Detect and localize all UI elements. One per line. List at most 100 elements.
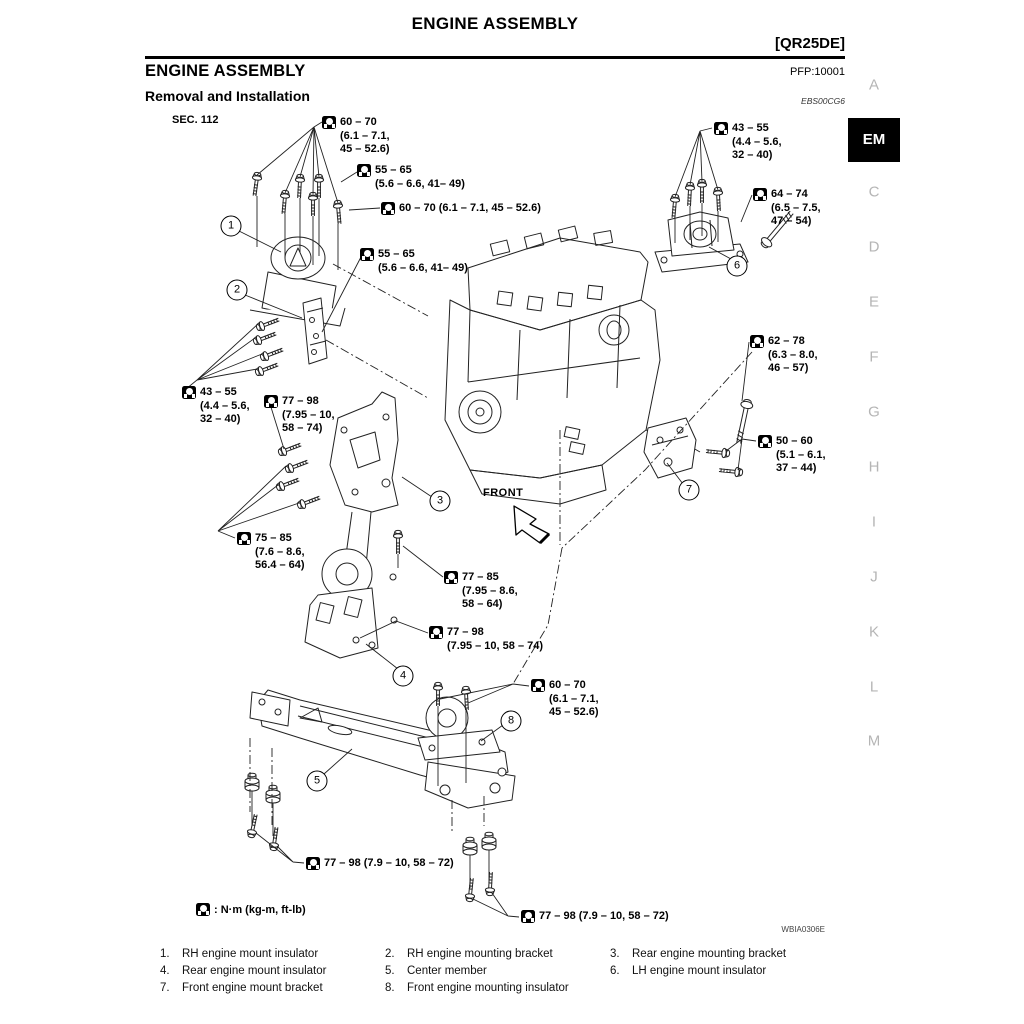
torque-value: 60 – 70(6.1 – 7.1,45 – 52.6) [340, 116, 390, 155]
torque-callout-13: 77 – 98(7.95 – 10, 58 – 74) [429, 626, 543, 653]
part-number-5: 5 [306, 770, 328, 792]
front-label: FRONT [483, 487, 524, 499]
torque-callout-3: 60 – 70 (6.1 – 7.1, 45 – 52.6) [381, 202, 541, 216]
torque-wrench-icon [714, 122, 728, 135]
torque-value: 50 – 60(5.1 – 6.1,37 – 44) [776, 435, 826, 474]
torque-value: 77 – 98(7.95 – 10,58 – 74) [282, 395, 335, 434]
torque-callout-2: 55 – 65(5.6 – 6.6, 41– 49) [357, 164, 465, 191]
leader-lines [185, 121, 757, 918]
part-number-4: 4 [392, 665, 414, 687]
engine-code: [QR25DE] [774, 35, 845, 52]
torque-value: 77 – 98 (7.9 – 10, 58 – 72) [539, 910, 669, 922]
section-tab-h: H [868, 458, 880, 476]
part-number-8: 8 [500, 710, 522, 732]
torque-value: 43 – 55(4.4 – 5.6,32 – 40) [732, 122, 782, 161]
torque-wrench-icon [360, 248, 374, 261]
section-tab-m: M [867, 732, 881, 750]
torque-wrench-icon [521, 910, 535, 923]
torque-callout-14: 60 – 70(6.1 – 7.1,45 – 52.6) [531, 679, 599, 720]
legend-number: 1. [160, 948, 170, 960]
section-title: ENGINE ASSEMBLY [145, 62, 306, 80]
legend-label: RH engine mount insulator [182, 948, 319, 960]
torque-callout-8: 77 – 98(7.95 – 10,58 – 74) [264, 395, 335, 436]
header-rule [145, 56, 845, 59]
legend-label: Front engine mount bracket [182, 982, 323, 994]
torque-wrench-icon [196, 903, 210, 916]
part-number-6: 6 [726, 255, 748, 277]
torque-callout-15: 77 – 98 (7.9 – 10, 58 – 72) [306, 857, 454, 871]
section-tab-a: A [868, 76, 879, 94]
torque-value: 75 – 85(7.6 – 8.6,56.4 – 64) [255, 532, 305, 571]
legend-item-1: 1. RH engine mount insulator [160, 948, 385, 960]
section-tab-j: J [870, 568, 878, 586]
part-number-3: 3 [429, 490, 451, 512]
legend-label: Rear engine mount insulator [182, 965, 327, 977]
torque-wrench-icon [753, 188, 767, 201]
reference-dash-lines [249, 263, 753, 832]
section-tab-f: F [869, 348, 879, 366]
torque-value: 43 – 55(4.4 – 5.6,32 – 40) [200, 386, 250, 425]
torque-value: 62 – 78(6.3 – 8.0,46 – 57) [768, 335, 818, 374]
torque-value: 77 – 98(7.95 – 10, 58 – 74) [447, 626, 544, 652]
legend-number: 4. [160, 965, 170, 977]
torque-wrench-icon [531, 679, 545, 692]
torque-wrench-icon [429, 626, 443, 639]
ref-code: EBS00CG6 [801, 96, 845, 106]
legend-number: 7. [160, 982, 170, 994]
torque-wrench-icon [758, 435, 772, 448]
torque-wrench-icon [306, 857, 320, 870]
torque-value: 77 – 98 (7.9 – 10, 58 – 72) [324, 857, 454, 869]
legend-item-3: 3.Rear engine mounting bracket [610, 948, 860, 960]
torque-unit-text: : N·m (kg-m, ft-lb) [214, 903, 306, 916]
torque-value: 60 – 70 (6.1 – 7.1, 45 – 52.6) [399, 202, 541, 214]
legend-number: 2. [385, 948, 395, 960]
engine-block [444, 225, 701, 505]
torque-wrench-icon [444, 571, 458, 584]
section-tab-e: E [868, 293, 879, 311]
torque-wrench-icon [264, 395, 278, 408]
front-arrow [513, 505, 551, 545]
section-tab-i: I [871, 513, 877, 531]
legend-item-8: 8.Front engine mounting insulator [385, 982, 610, 994]
legend-item-6: 6. LH engine mount insulator [610, 965, 860, 977]
torque-value: 64 – 74(6.5 – 7.5,47 – 54) [771, 188, 821, 227]
mount-parts [249, 211, 749, 809]
torque-callout-4: 55 – 65(5.6 – 6.6, 41– 49) [360, 248, 468, 275]
torque-wrench-icon [182, 386, 196, 399]
part-number-7: 7 [678, 479, 700, 501]
legend-item-2: 2. RH engine mounting bracket [385, 948, 610, 960]
torque-value: 60 – 70(6.1 – 7.1,45 – 52.6) [549, 679, 599, 718]
torque-callout-1: 60 – 70(6.1 – 7.1,45 – 52.6) [322, 116, 390, 157]
torque-wrench-icon [750, 335, 764, 348]
torque-callout-9: 62 – 78(6.3 – 8.0,46 – 57) [750, 335, 818, 376]
torque-wrench-icon [381, 202, 395, 215]
page-title: ENGINE ASSEMBLY [411, 14, 579, 33]
legend-label: LH engine mount insulator [632, 965, 767, 977]
torque-value: 55 – 65(5.6 – 6.6, 41– 49) [375, 164, 465, 190]
legend-number: 6. [610, 965, 620, 977]
legend-label: RH engine mounting bracket [407, 948, 553, 960]
torque-callout-5: 43 – 55(4.4 – 5.6,32 – 40) [714, 122, 782, 163]
torque-callout-11: 75 – 85(7.6 – 8.6,56.4 – 64) [237, 532, 305, 573]
legend-item-7: 7. Front engine mount bracket [160, 982, 385, 994]
section-tab-c: C [868, 183, 880, 201]
sec-label: SEC. 112 [172, 114, 219, 126]
torque-callout-7: 43 – 55(4.4 – 5.6,32 – 40) [182, 386, 250, 427]
subsection-title: Removal and Installation [145, 88, 310, 104]
bolts [244, 171, 797, 903]
parts-legend: 1. RH engine mount insulator 2. RH engine m… [160, 948, 880, 994]
legend-item-5: 5.Center member [385, 965, 610, 977]
part-number-2: 2 [226, 279, 248, 301]
legend-number: 5. [385, 965, 395, 977]
torque-wrench-icon [322, 116, 336, 129]
legend-number: 8. [385, 982, 395, 994]
section-tab-k: K [868, 623, 879, 641]
torque-value: 55 – 65(5.6 – 6.6, 41– 49) [378, 248, 468, 274]
torque-callout-16: 77 – 98 (7.9 – 10, 58 – 72) [521, 910, 669, 924]
section-tab-em: EM [848, 118, 900, 162]
legend-item-4: 4. Rear engine mount insulator [160, 965, 385, 977]
legend-number: 3. [610, 948, 620, 960]
torque-wrench-icon [237, 532, 251, 545]
torque-callout-10: 50 – 60(5.1 – 6.1,37 – 44) [758, 435, 826, 476]
